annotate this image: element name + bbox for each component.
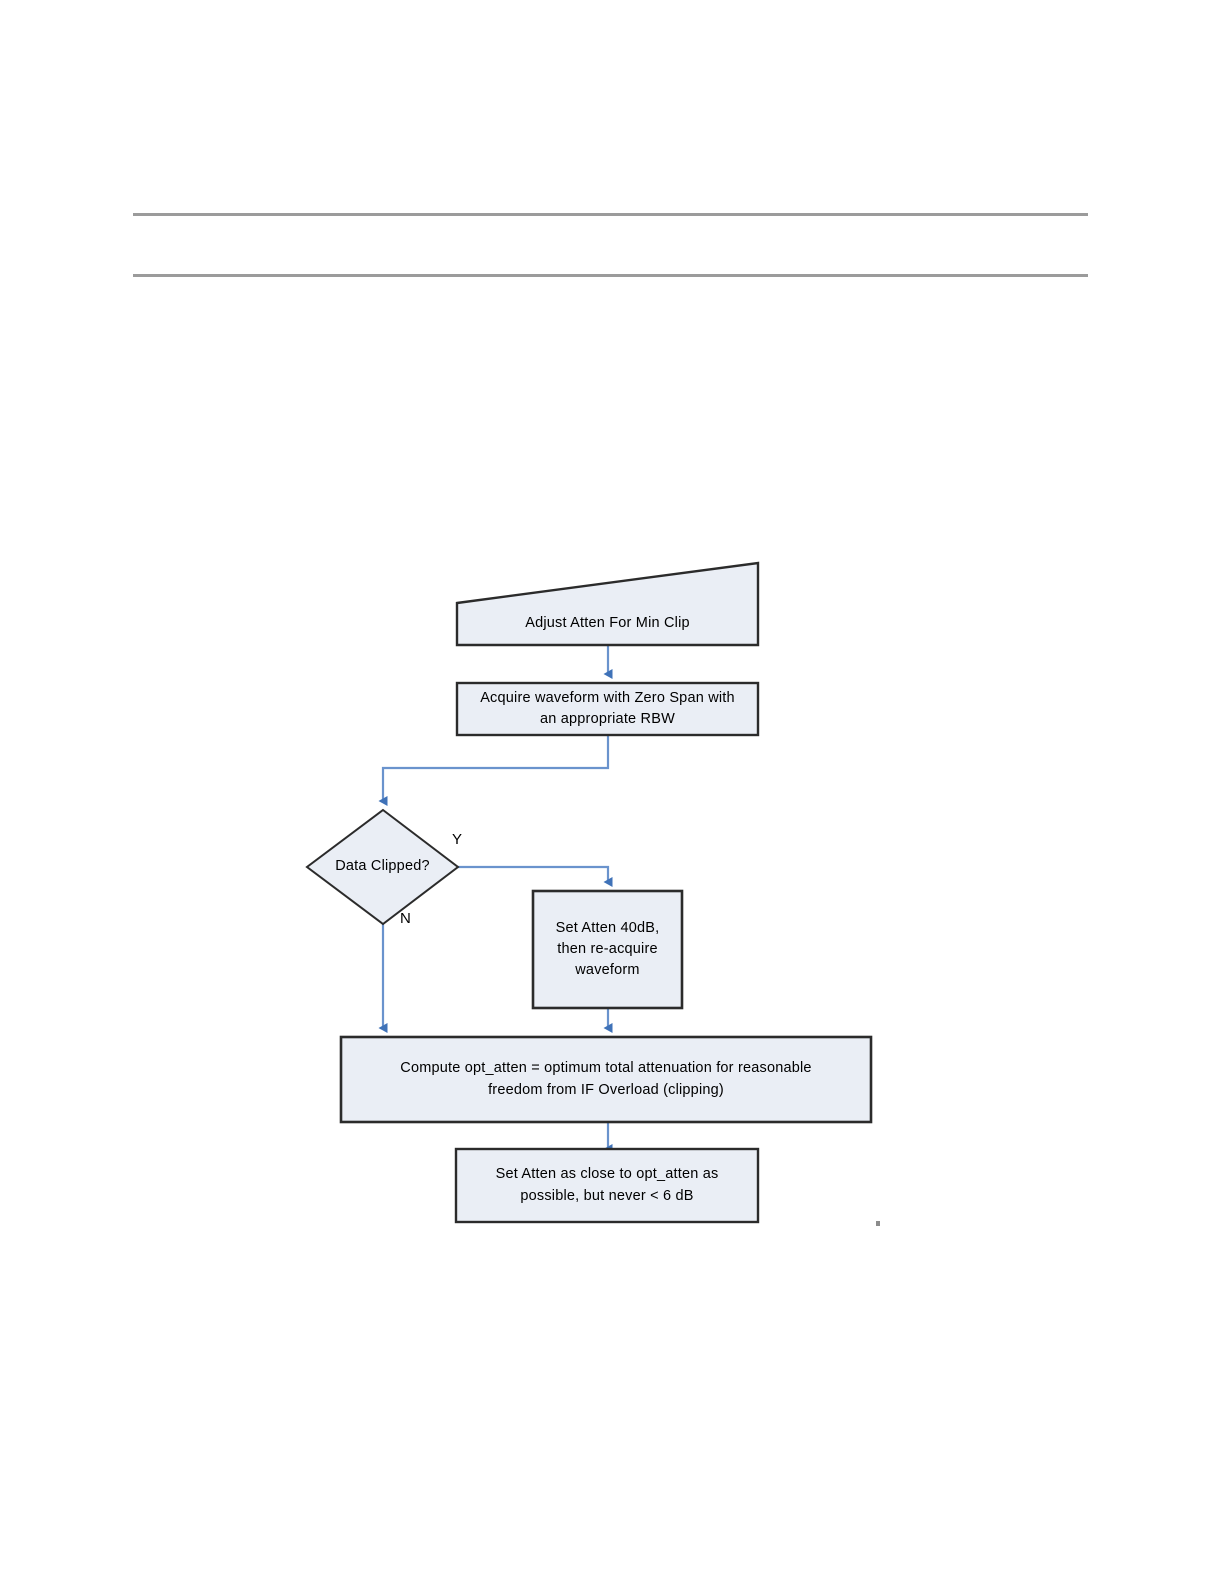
node-compute-shape[interactable]: [339, 1035, 873, 1124]
node-acquire-shape[interactable]: [455, 681, 760, 737]
header-rule-top: [133, 213, 1088, 216]
header-rule-bottom: [133, 274, 1088, 277]
node-decision-shape[interactable]: [305, 808, 460, 926]
edge-acquire-to-decision: [378, 735, 610, 806]
node-set-atten-final-shape[interactable]: [454, 1147, 760, 1224]
edge-decision-yes-to-set-atten-40: [458, 865, 613, 887]
page-speck: [876, 1221, 880, 1226]
node-start-shape[interactable]: [455, 561, 760, 647]
edge-label-no: N: [400, 910, 411, 927]
edge-label-yes: Y: [452, 831, 463, 848]
node-set-atten-40-shape[interactable]: [531, 889, 684, 1010]
